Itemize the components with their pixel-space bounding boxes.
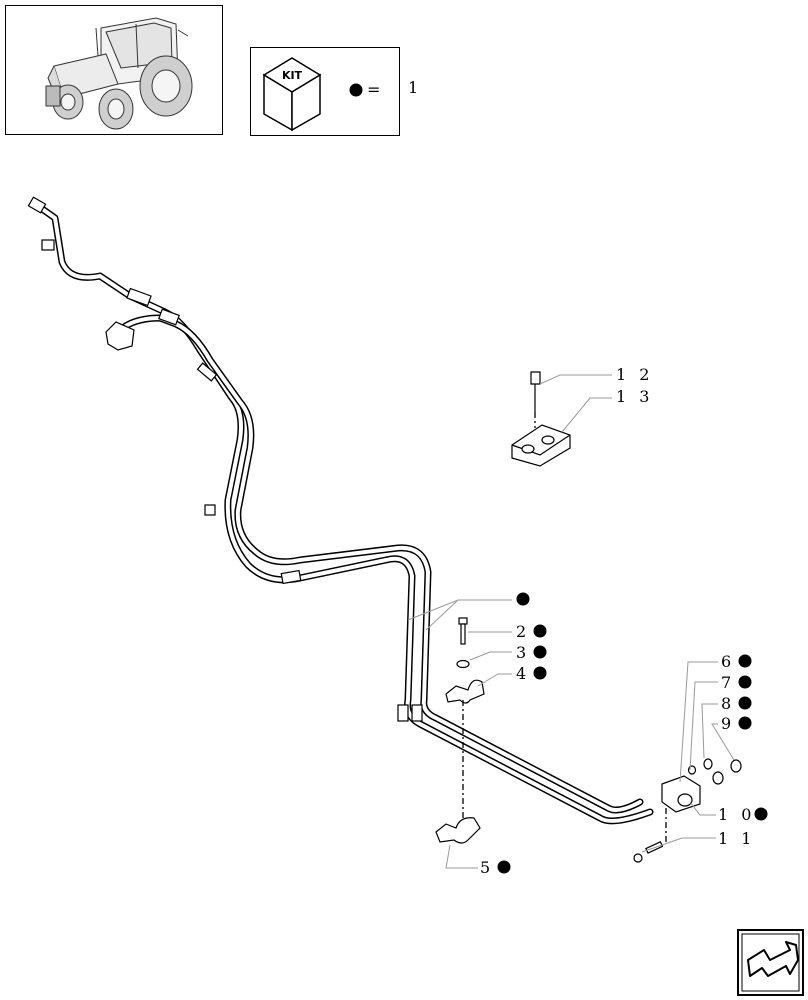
callout-4: 4 xyxy=(516,664,547,683)
hydraulic-pipe-b xyxy=(114,314,644,814)
callout-1 xyxy=(516,592,530,606)
kit-dot-icon xyxy=(349,83,363,97)
callout-7: 7 xyxy=(721,673,752,692)
callout-2: 2 xyxy=(516,622,547,641)
callout-13-text: 1 3 xyxy=(616,387,653,406)
callout-8: 8 xyxy=(721,694,752,713)
callout-6-text: 6 xyxy=(721,652,735,671)
callout-3-text: 3 xyxy=(516,643,530,662)
kit-legend: KIT = xyxy=(250,47,400,136)
callout-9: 9 xyxy=(721,714,752,733)
kit-dot-icon xyxy=(738,716,752,730)
callout-2-text: 2 xyxy=(516,622,530,641)
kit-dot-icon xyxy=(533,624,547,638)
kit-dot-icon xyxy=(516,592,530,606)
callout-12-text: 1 2 xyxy=(616,365,653,384)
kit-dot-icon xyxy=(533,666,547,680)
callout-10-text: 1 0 xyxy=(718,805,755,824)
kit-dot-icon xyxy=(533,645,547,659)
callout-5-text: 5 xyxy=(480,858,494,877)
kit-dot-icon xyxy=(497,860,511,874)
kit-badge-text: KIT xyxy=(282,69,303,82)
tractor-thumbnail xyxy=(5,5,223,135)
kit-equals: = xyxy=(367,80,380,99)
kit-value-label: 1 xyxy=(408,78,419,97)
callout-4-text: 4 xyxy=(516,664,530,683)
tractor-thumbnail-icon xyxy=(45,17,193,130)
callouts: 1 2 1 3 2 3 4 5 6 7 xyxy=(480,365,768,877)
callout-10: 1 0 xyxy=(718,805,768,824)
callout-11: 1 1 xyxy=(718,829,755,848)
kit-dot-icon xyxy=(754,807,768,821)
callout-12: 1 2 xyxy=(616,365,653,384)
callout-8-text: 8 xyxy=(721,694,735,713)
kit-dot-icon xyxy=(738,696,752,710)
leader-lines xyxy=(407,374,735,869)
next-page-arrow-icon[interactable] xyxy=(737,929,804,996)
clamp-assembly xyxy=(435,617,485,844)
kit-dot-icon xyxy=(738,675,752,689)
pipe-clamp-block xyxy=(511,371,571,467)
callout-3: 3 xyxy=(516,643,547,662)
callout-9-text: 9 xyxy=(721,714,735,733)
kit-box-icon: KIT = xyxy=(262,57,380,132)
pipe-fittings xyxy=(27,196,423,722)
callout-5: 5 xyxy=(480,858,511,877)
callout-6: 6 xyxy=(721,652,752,671)
callout-13: 1 3 xyxy=(616,387,653,406)
kit-dot-icon xyxy=(738,654,752,668)
callout-7-text: 7 xyxy=(721,673,735,692)
callout-11-text: 1 1 xyxy=(718,829,755,848)
